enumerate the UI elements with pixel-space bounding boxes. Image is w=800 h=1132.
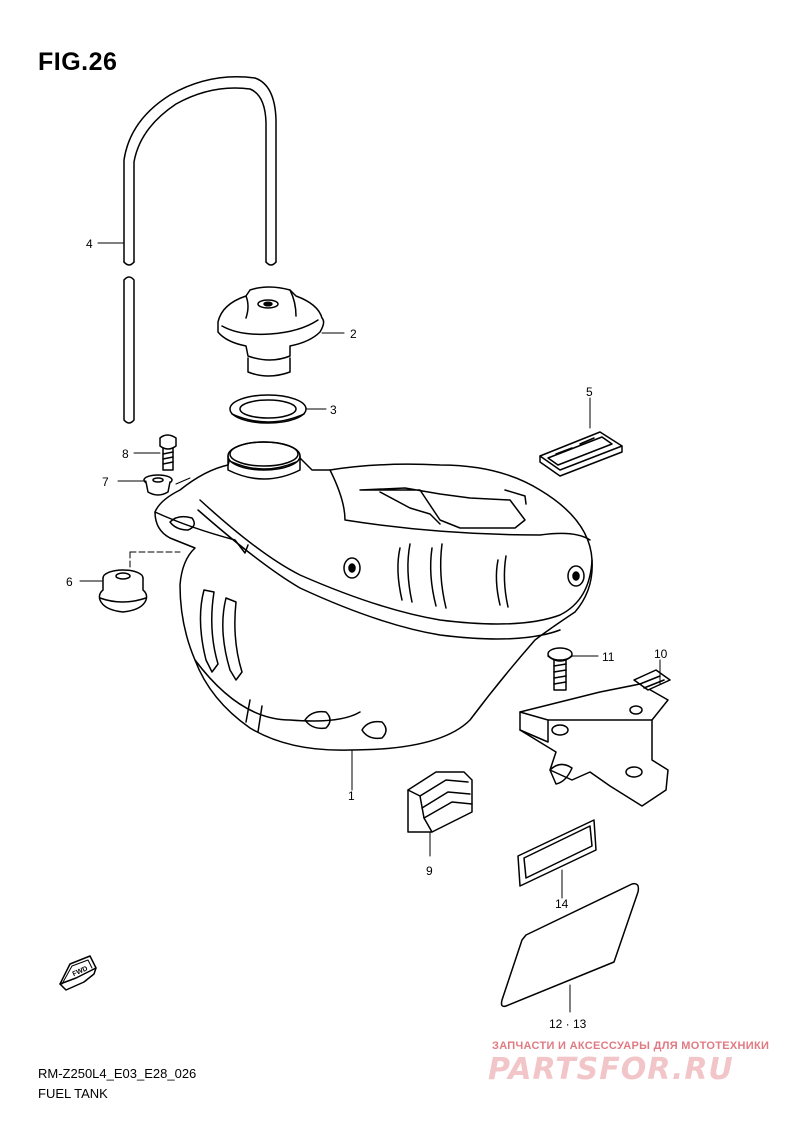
screw [547,647,573,691]
bracket [519,669,671,807]
figure-title: FIG.26 [38,48,118,76]
part-number-1: 1 [348,789,355,803]
part-number-4: 4 [86,237,93,251]
part-number-14: 14 [555,897,569,911]
part-number-10: 10 [654,647,668,661]
watermark-brand: PARTSFOR.RU [488,1052,734,1087]
part-number-8: 8 [122,447,129,461]
figure-caption: FUEL TANK [38,1086,108,1101]
part-number-9: 9 [426,864,433,878]
part-number-7: 7 [102,475,109,489]
breather-hose [123,76,277,424]
info-label [500,882,640,1008]
fuel-tank [154,441,593,751]
pad [407,771,473,833]
leader-lines [79,242,661,1013]
collar [143,474,173,496]
part-number-2: 2 [350,327,357,341]
model-code: RM-Z250L4_E03_E28_026 [38,1066,197,1081]
gasket [229,394,307,424]
tank-strap-clip [539,431,623,477]
bolt [159,434,177,471]
caution-label [517,819,597,887]
part-number-3: 3 [330,403,337,417]
part-number-5: 5 [586,385,593,399]
fwd-arrow-icon: FWD [59,955,97,991]
part-number-12-13: 12 · 13 [549,1017,587,1031]
cushion [98,569,148,613]
part-number-11: 11 [602,650,615,664]
part-number-6: 6 [66,575,73,589]
fuel-cap [217,286,325,377]
watermark-tagline: ЗАПЧАСТИ И АКСЕССУАРЫ ДЛЯ МОТОТЕХНИКИ [492,1040,770,1052]
part-numbers: 4 2 3 5 8 7 6 11 10 1 9 14 12 · 13 [66,237,668,1031]
